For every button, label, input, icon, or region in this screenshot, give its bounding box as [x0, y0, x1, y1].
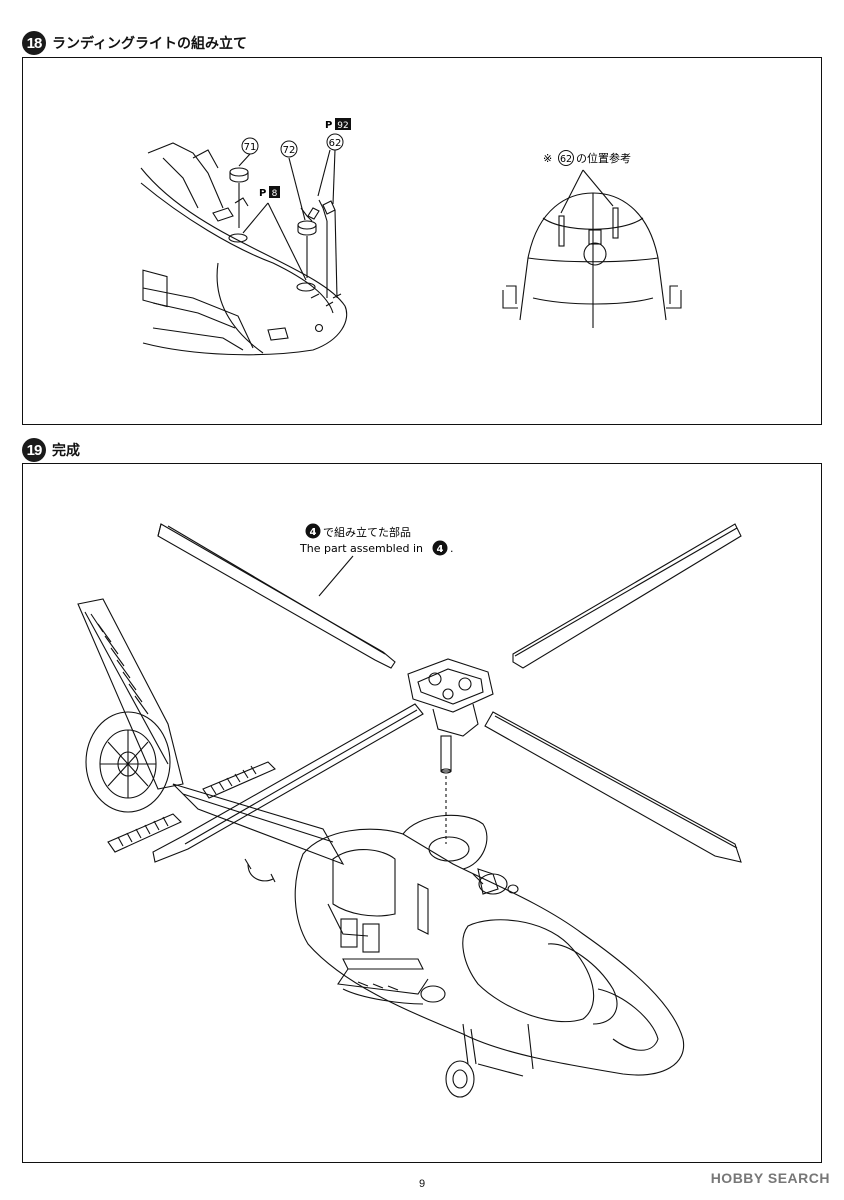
paint-92-callout: P 92: [325, 118, 351, 131]
step-ref-callout: 4 で組み立てた部品 The part assembled in 4 .: [299, 523, 454, 556]
landing-light-diagram: 71 72 62 P 8 P 92 ※ 62 の位置参考: [140, 118, 682, 356]
svg-text:71: 71: [244, 142, 257, 153]
step-18-header: 18 ランディングライトの組み立て: [22, 31, 247, 55]
step-19-title: 完成: [52, 443, 80, 459]
svg-text:4: 4: [310, 527, 317, 538]
step-18-title: ランディングライトの組み立て: [52, 36, 248, 52]
step-19-header: 19 完成: [22, 438, 80, 462]
svg-text:92: 92: [337, 121, 348, 131]
svg-text:62: 62: [329, 138, 342, 149]
svg-text:※: ※: [543, 152, 552, 165]
svg-text:P: P: [259, 188, 266, 199]
step-18-number: 18: [22, 31, 46, 55]
svg-text:The part assembled in: The part assembled in: [299, 542, 423, 555]
svg-text:72: 72: [283, 145, 296, 156]
svg-text:4: 4: [437, 544, 444, 555]
part-71-callout: 71: [241, 137, 259, 155]
step-19-panel: 4 で組み立てた部品 The part assembled in 4 .: [22, 463, 822, 1163]
watermark: HOBBY SEARCH: [710, 1170, 830, 1186]
completed-helicopter-diagram: 4 で組み立てた部品 The part assembled in 4 .: [77, 523, 742, 1098]
reference-note: ※ 62 の位置参考: [543, 150, 631, 166]
svg-text:.: .: [450, 542, 454, 555]
svg-text:の位置参考: の位置参考: [576, 151, 631, 165]
svg-text:P: P: [325, 120, 332, 131]
part-62-callout: 62: [326, 133, 344, 151]
paint-8-callout: P 8: [259, 186, 280, 199]
svg-text:で組み立てた部品: で組み立てた部品: [323, 525, 411, 539]
step-18-panel: 71 72 62 P 8 P 92 ※ 62 の位置参考: [22, 57, 822, 425]
part-72-callout: 72: [280, 140, 298, 158]
svg-text:62: 62: [560, 154, 572, 165]
svg-text:8: 8: [272, 189, 278, 199]
step-19-number: 19: [22, 438, 46, 462]
page-number: 9: [418, 1178, 426, 1190]
